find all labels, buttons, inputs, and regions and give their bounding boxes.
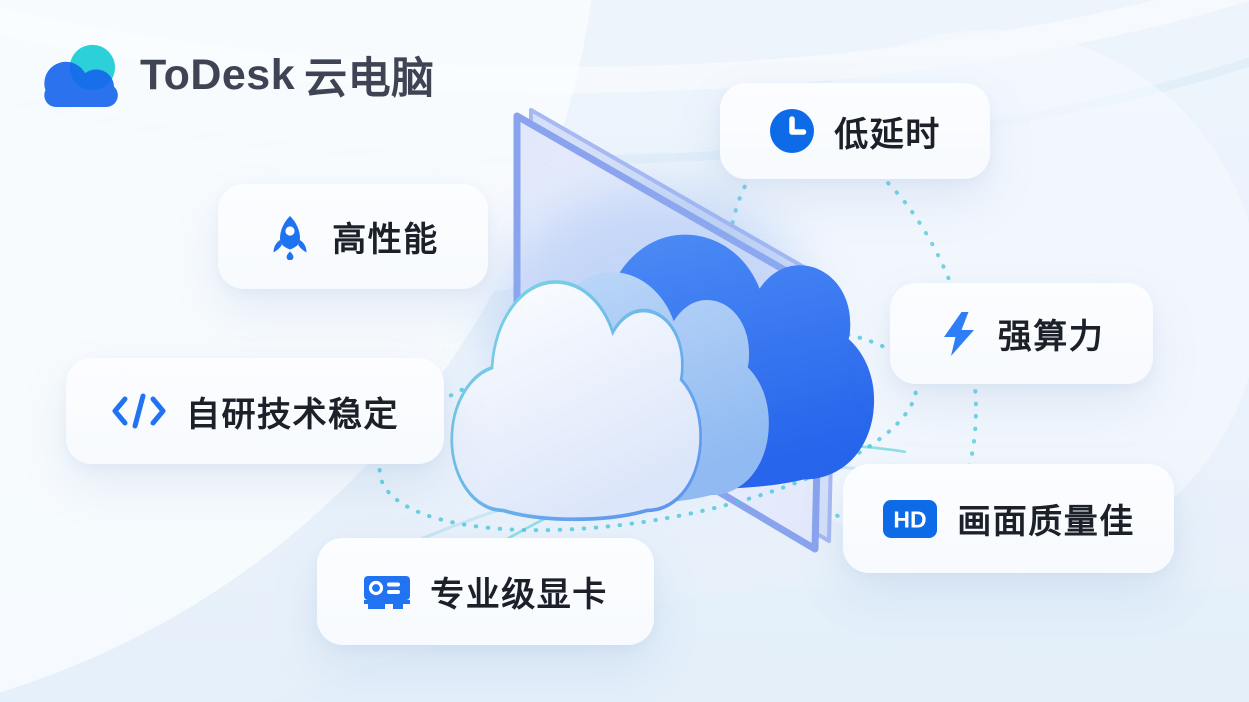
feature-label: 低延时: [834, 115, 941, 154]
feature-label: 高性能: [332, 221, 439, 259]
feature-label: 专业级显卡: [430, 576, 608, 614]
lightning-icon: [939, 311, 979, 357]
feature-label: 画面质量佳: [957, 503, 1135, 541]
feature-badge-self-developed: 自研技术稳定: [66, 358, 444, 464]
feature-badge-strong-compute: 强算力: [890, 283, 1153, 384]
feature-label: 强算力: [997, 318, 1105, 356]
rocket-icon: [267, 214, 313, 260]
hd-icon: HD: [882, 499, 938, 539]
feature-label: 自研技术稳定: [186, 395, 399, 434]
gpu-icon: [363, 571, 411, 613]
brand-name: ToDesk: [140, 50, 296, 99]
feature-badge-low-latency: 低延时: [720, 83, 990, 179]
todesk-cloud-logo-icon: [44, 44, 118, 108]
feature-badge-pro-gpu: 专业级显卡: [317, 538, 654, 645]
feature-badge-picture-quality: HD 画面质量佳: [843, 464, 1174, 573]
hd-icon-text: HD: [894, 506, 927, 532]
feature-badge-high-performance: 高性能: [218, 184, 488, 289]
code-icon: [111, 392, 167, 430]
brand-suffix: 云电脑: [304, 55, 435, 103]
clock-icon: [769, 108, 815, 154]
cloud-front-layer: [449, 280, 703, 522]
